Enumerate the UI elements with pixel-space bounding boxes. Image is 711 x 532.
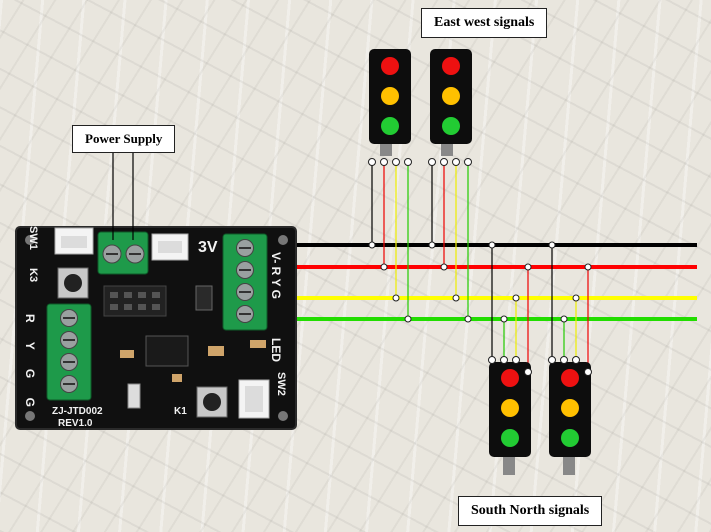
yellow-lamp <box>442 87 460 105</box>
red-lamp <box>561 369 579 387</box>
power-callout-lines <box>112 153 134 240</box>
yellow-lamp <box>501 399 519 417</box>
k1-label: K1 <box>174 406 187 417</box>
yellow-lamp <box>561 399 579 417</box>
left-terminal <box>46 303 92 401</box>
button-k1 <box>196 386 228 418</box>
ew-signal-1 <box>368 49 412 166</box>
microcontroller-chip <box>145 335 189 367</box>
red-lamp <box>381 57 399 75</box>
sn-drop-wires <box>491 245 589 372</box>
power-terminal <box>97 231 149 275</box>
red-lamp <box>442 57 460 75</box>
model-label: ZJ-JTD002 <box>52 406 103 417</box>
green-lamp <box>561 429 579 447</box>
green-lamp <box>501 429 519 447</box>
south-north-signals-label: South North signals <box>458 496 603 526</box>
yellow-lamp <box>381 87 399 105</box>
green-lamp <box>442 117 460 135</box>
sn-signal-2 <box>548 356 592 475</box>
sw2-label: SW2 <box>275 372 287 396</box>
left-pins-label: R Y G G <box>23 314 37 415</box>
led-label: LED <box>269 338 283 362</box>
output-pins-label: V- R Y G <box>269 252 283 299</box>
sw1-label: SW1 <box>27 226 39 250</box>
output-terminal <box>222 233 268 331</box>
red-lamp <box>501 369 519 387</box>
button-k3 <box>57 267 89 299</box>
sn-signal-1 <box>488 356 532 475</box>
k3-label: K3 <box>27 268 39 282</box>
revision-label: REV1.0 <box>58 418 93 429</box>
power-supply-label: Power Supply <box>72 125 176 153</box>
controller-board: 3V ZJ-JTD002 REV1.0 V- R Y G LED SW2 SW1… <box>15 226 297 430</box>
ew-drop-wires <box>371 162 469 319</box>
junction-dots <box>368 241 592 323</box>
ew-signal-2 <box>428 49 472 166</box>
green-lamp <box>381 117 399 135</box>
east-west-signals-label: East west signals <box>421 8 548 38</box>
voltage-label: 3V <box>198 239 218 256</box>
